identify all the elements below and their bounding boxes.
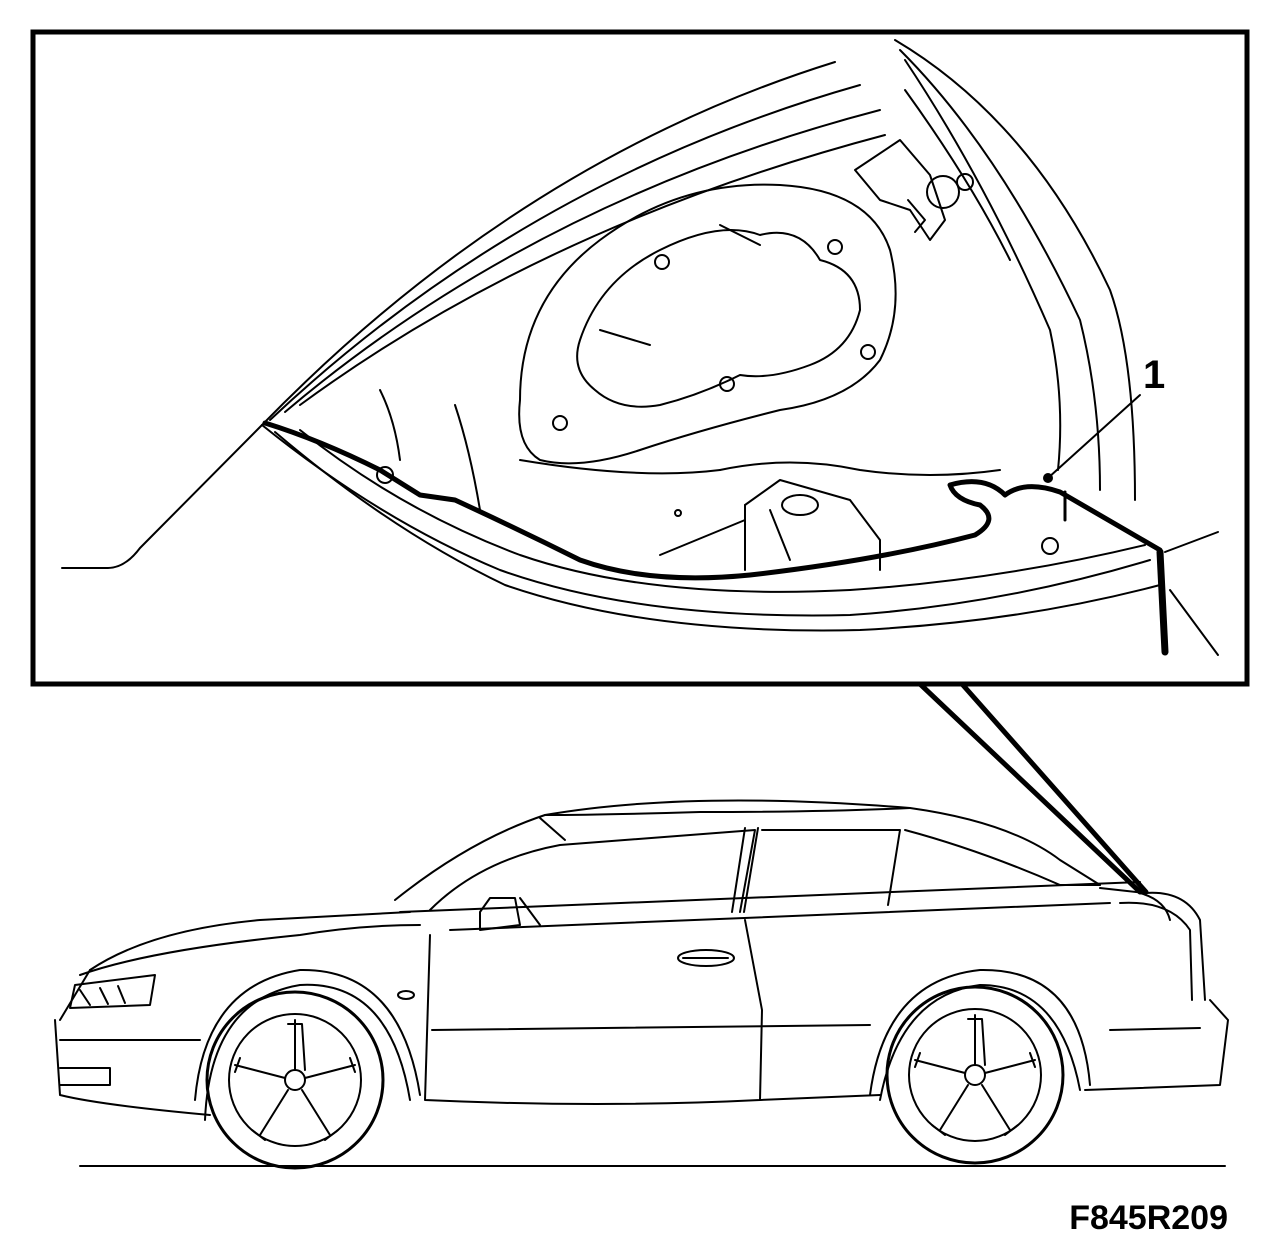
rear-wheel	[885, 985, 1065, 1165]
inset-frame	[30, 29, 1250, 687]
trunk-opening-detail	[61, 39, 1219, 656]
detail-inset: 1	[30, 29, 1250, 687]
car-side-view	[54, 799, 1229, 1170]
front-wheel	[205, 990, 385, 1170]
figure-code: F845R209	[1069, 1199, 1228, 1237]
callout-1: 1	[1143, 353, 1165, 397]
inset-pointer	[917, 681, 1149, 895]
